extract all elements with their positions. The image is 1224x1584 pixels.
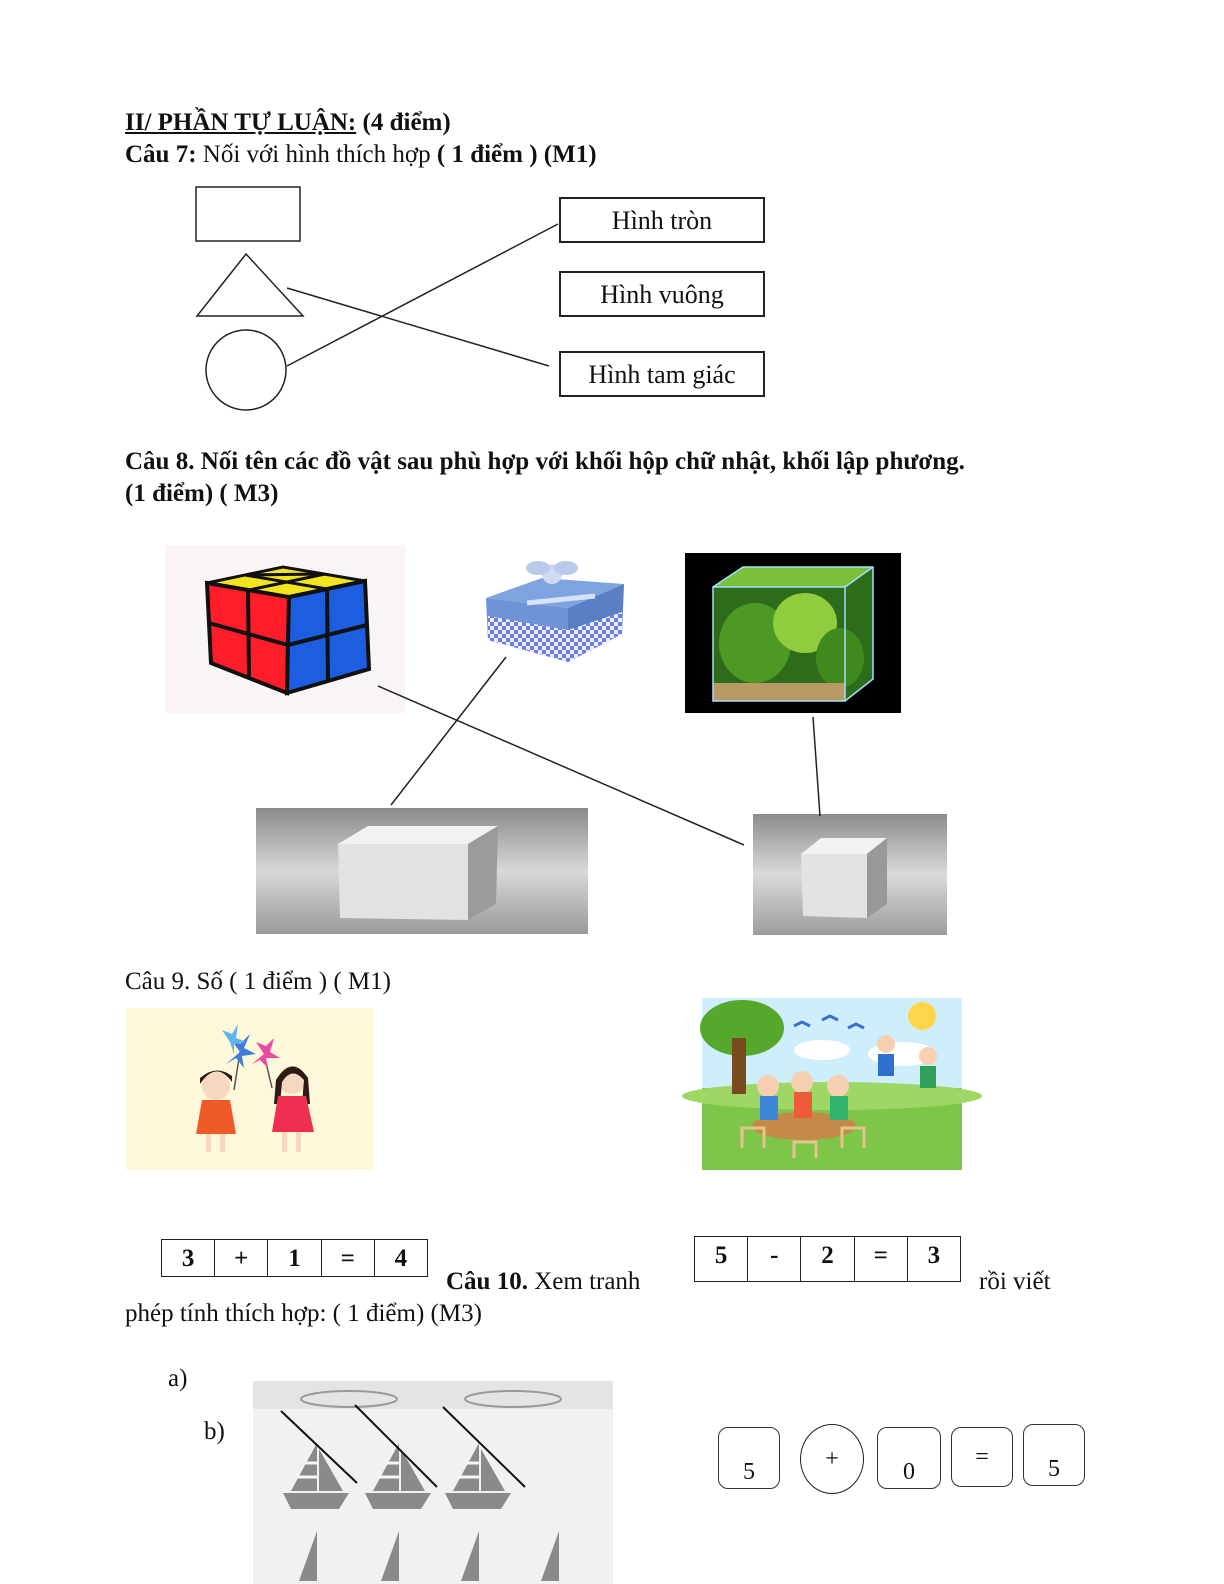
- boats-image: [253, 1381, 613, 1584]
- q9-equation-2: 5 - 2 = 3: [694, 1236, 961, 1282]
- section-title: II/ PHẦN TỰ LUẬN:: [125, 109, 357, 136]
- answer-box[interactable]: 5: [1023, 1424, 1085, 1486]
- option-square[interactable]: Hình vuông: [559, 271, 765, 317]
- rectangle-shape: [195, 186, 301, 242]
- q10-part-a: a): [168, 1365, 188, 1392]
- q7-score: ( 1 điểm ) (M1): [436, 141, 597, 168]
- gift-box-image: [486, 561, 624, 662]
- q8-score: (1 điểm) ( M3): [125, 480, 279, 507]
- eq2-cell[interactable]: 5: [695, 1237, 749, 1281]
- q10-prompt: Câu 10. Xem tranh: [446, 1267, 640, 1297]
- match-line-triangle: [286, 287, 550, 367]
- q7-text: Nối với hình thích hợp: [196, 141, 437, 168]
- operator-circle[interactable]: +: [800, 1424, 864, 1494]
- answer-box[interactable]: 0: [877, 1427, 941, 1489]
- q7-prompt: Câu 7: Nối với hình thích hợp ( 1 điểm )…: [125, 140, 597, 170]
- eq2-cell[interactable]: -: [748, 1237, 802, 1281]
- q7-label: Câu 7:: [125, 141, 197, 168]
- eq1-cell[interactable]: =: [322, 1240, 375, 1276]
- eq2-cell[interactable]: 2: [801, 1237, 855, 1281]
- q10-tail: rồi viết: [979, 1268, 1051, 1295]
- option-triangle[interactable]: Hình tam giác: [559, 351, 765, 397]
- cuboid-image: [256, 808, 588, 934]
- eq1-cell[interactable]: 4: [394, 1245, 408, 1272]
- cube-image: [753, 814, 947, 935]
- q9-title: Câu 9. Số ( 1 điểm ) ( M1): [125, 968, 391, 995]
- q10-prompt-line2: phép tính thích hợp: ( 1 điểm) (M3): [125, 1300, 482, 1327]
- q10-part-b: b): [204, 1418, 225, 1445]
- q7-shapes: [195, 186, 559, 411]
- triangle-shape: [195, 252, 305, 317]
- eq1-cell[interactable]: 3: [162, 1240, 216, 1276]
- aquarium-image: [685, 553, 901, 713]
- section-points: (4 điểm): [356, 109, 451, 136]
- q10-label: Câu 10.: [446, 1268, 528, 1295]
- q8-prompt: Câu 8. Nối tên các đồ vật sau phù hợp vớ…: [125, 448, 965, 475]
- eq1-cell[interactable]: 1: [268, 1240, 322, 1276]
- option-circle[interactable]: Hình tròn: [559, 197, 765, 243]
- eq1-cell[interactable]: +: [215, 1240, 269, 1276]
- girls-pinwheel-image: [126, 1008, 374, 1170]
- rubiks-cube-image: [165, 545, 405, 713]
- q10-text: Xem tranh: [527, 1268, 641, 1295]
- answer-box[interactable]: 5: [718, 1427, 780, 1489]
- circle-shape: [205, 329, 287, 411]
- q9-equation-1: 3 + 1 = 4: [161, 1239, 428, 1277]
- eq2-cell[interactable]: =: [855, 1237, 908, 1281]
- q8-match-lines: [377, 656, 821, 846]
- match-line-circle: [286, 223, 559, 367]
- answer-box[interactable]: =: [951, 1427, 1013, 1487]
- picnic-image: [682, 998, 982, 1170]
- eq2-cell[interactable]: 3: [927, 1242, 941, 1269]
- section-heading: II/ PHẦN TỰ LUẬN: (4 điểm): [125, 108, 451, 138]
